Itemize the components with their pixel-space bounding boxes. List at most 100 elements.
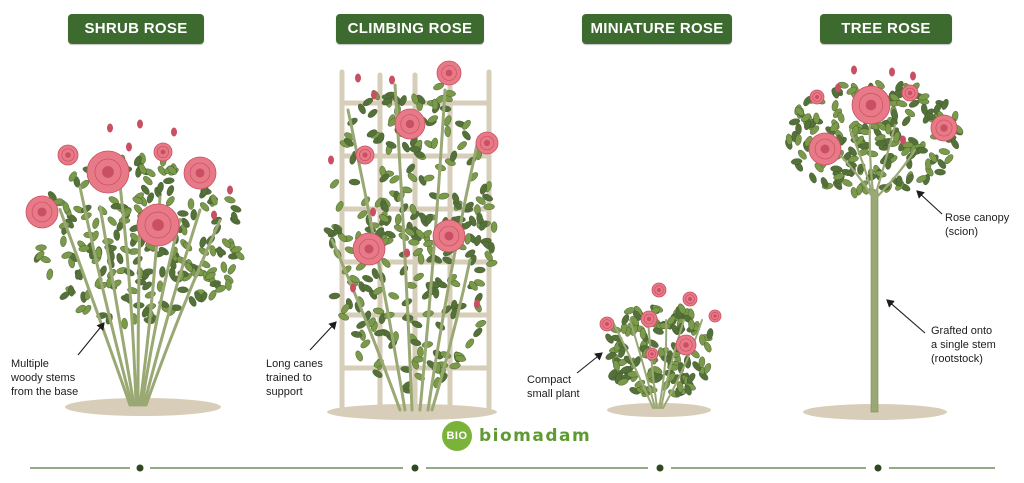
climbing-leaf: [329, 292, 341, 299]
shrub-leaf: [156, 181, 164, 193]
tree-rose-center: [866, 100, 877, 111]
shrub-rose-center: [102, 166, 114, 178]
tree-leaf: [934, 169, 945, 176]
miniature-rose-center: [647, 317, 651, 321]
brand-mark-icon: BIO: [442, 421, 472, 451]
tree-leaf: [896, 99, 908, 108]
climbing-leaf: [361, 274, 373, 284]
callout-tree-canopy-line-2: (scion): [945, 225, 1009, 239]
climbing-leaf: [413, 356, 424, 362]
shrub-leaf: [60, 236, 67, 247]
climbing-leaf: [461, 129, 473, 141]
shrub-leaf: [143, 268, 154, 275]
miniature-rose-center: [683, 342, 689, 348]
climbing-leaf: [475, 319, 487, 329]
shrub-bud: [126, 143, 132, 152]
shrub-bud: [107, 124, 113, 133]
climbing-leaf: [484, 204, 495, 210]
climbing-leaf: [445, 126, 451, 137]
callout-climbing-line-3: support: [266, 385, 323, 399]
climbing-bud: [371, 91, 377, 100]
callout-miniature-line-1: Compact: [527, 373, 580, 387]
tree-leaf: [837, 111, 846, 123]
callout-tree-stem-line-1: Grafted onto: [931, 324, 996, 338]
climbing-leaf: [474, 267, 485, 273]
shrub-rose-center: [38, 208, 47, 217]
tree-bud: [910, 72, 916, 81]
callout-miniature-line-2: small plant: [527, 387, 580, 401]
tree-bud: [851, 66, 857, 75]
miniature-rose-center: [713, 314, 716, 317]
climbing-leaf: [409, 146, 420, 153]
shrub-leaf: [46, 268, 54, 280]
climbing-leaf: [410, 338, 422, 347]
shrub-leaf: [177, 287, 188, 293]
miniature-leaf: [698, 356, 705, 367]
climbing-leaf: [489, 242, 495, 253]
climbing-leaf: [387, 291, 399, 301]
brand-logo: BIO biomadam: [442, 420, 591, 452]
callout-shrub-line-2: woody stems: [11, 371, 78, 385]
climbing-rose-center: [406, 120, 414, 128]
miniature-rose-center: [688, 297, 692, 301]
tree-leaf: [808, 172, 818, 185]
shrub-leaf: [224, 195, 236, 204]
tree-leaf: [925, 159, 931, 170]
shrub-leaf: [159, 266, 165, 277]
climbing-leaf: [354, 350, 364, 362]
tree-leaf: [830, 166, 841, 172]
climbing-rose-center: [446, 70, 453, 77]
callout-climbing-line-2: trained to: [266, 371, 323, 385]
shrub-leaf: [177, 210, 188, 217]
callout-climbing-line-1: Long canes: [266, 357, 323, 371]
callout-shrub-line-3: from the base: [11, 385, 78, 399]
climbing-bud: [404, 249, 410, 258]
climbing-bud: [474, 300, 480, 309]
climbing-leaf: [401, 141, 411, 154]
tree-leaf: [875, 140, 886, 146]
arrow-climbing: [310, 322, 336, 350]
shrub-leaf: [230, 204, 242, 214]
callout-tree-stem-line-3: (rootstock): [931, 352, 996, 366]
climbing-bud: [355, 74, 361, 83]
tree-rose-center: [940, 124, 947, 131]
callout-tree-stem-line-2: a single stem: [931, 338, 996, 352]
tree-leaf: [938, 148, 950, 156]
climbing-leaf: [430, 137, 438, 149]
shrub-leaf: [144, 290, 156, 300]
tree-leaf: [867, 150, 879, 157]
climbing-leaf: [398, 264, 409, 276]
climbing-bud: [328, 156, 334, 165]
climbing-bud: [350, 284, 356, 293]
shrub-bud: [137, 120, 143, 129]
tree-bud: [889, 68, 895, 77]
shrub-leaf: [35, 244, 46, 251]
bottom-divider: [30, 465, 995, 472]
climbing-leaf: [464, 233, 471, 245]
climbing-rose-center: [365, 245, 374, 254]
tree-rose-center: [821, 145, 830, 154]
climbing-leaf: [395, 214, 402, 225]
climbing-leaf: [417, 346, 423, 357]
miniature-rose-center: [605, 322, 609, 326]
title-tree-rose: TREE ROSE: [820, 14, 952, 44]
climbing-leaf: [329, 178, 341, 190]
title-shrub-rose: SHRUB ROSE: [68, 14, 204, 44]
tree-leaf: [896, 175, 903, 186]
shrub-leaf: [188, 199, 194, 210]
shrub-rose-center: [196, 169, 205, 178]
callout-climbing: Long canes trained to support: [266, 357, 323, 399]
climbing-leaf: [366, 108, 378, 120]
shrub-leaf: [116, 253, 125, 265]
shrub-leaf: [91, 217, 100, 229]
title-climbing-rose: CLIMBING ROSE: [336, 14, 484, 44]
callout-shrub-line-1: Multiple: [11, 357, 78, 371]
title-miniature-rose: MINIATURE ROSE: [582, 14, 732, 44]
shrub-leaf: [220, 261, 227, 273]
arrow-tree-stem: [887, 300, 925, 333]
arrow-miniature: [577, 353, 602, 373]
climbing-leaf: [408, 239, 419, 246]
shrub-rose-center: [65, 152, 71, 158]
